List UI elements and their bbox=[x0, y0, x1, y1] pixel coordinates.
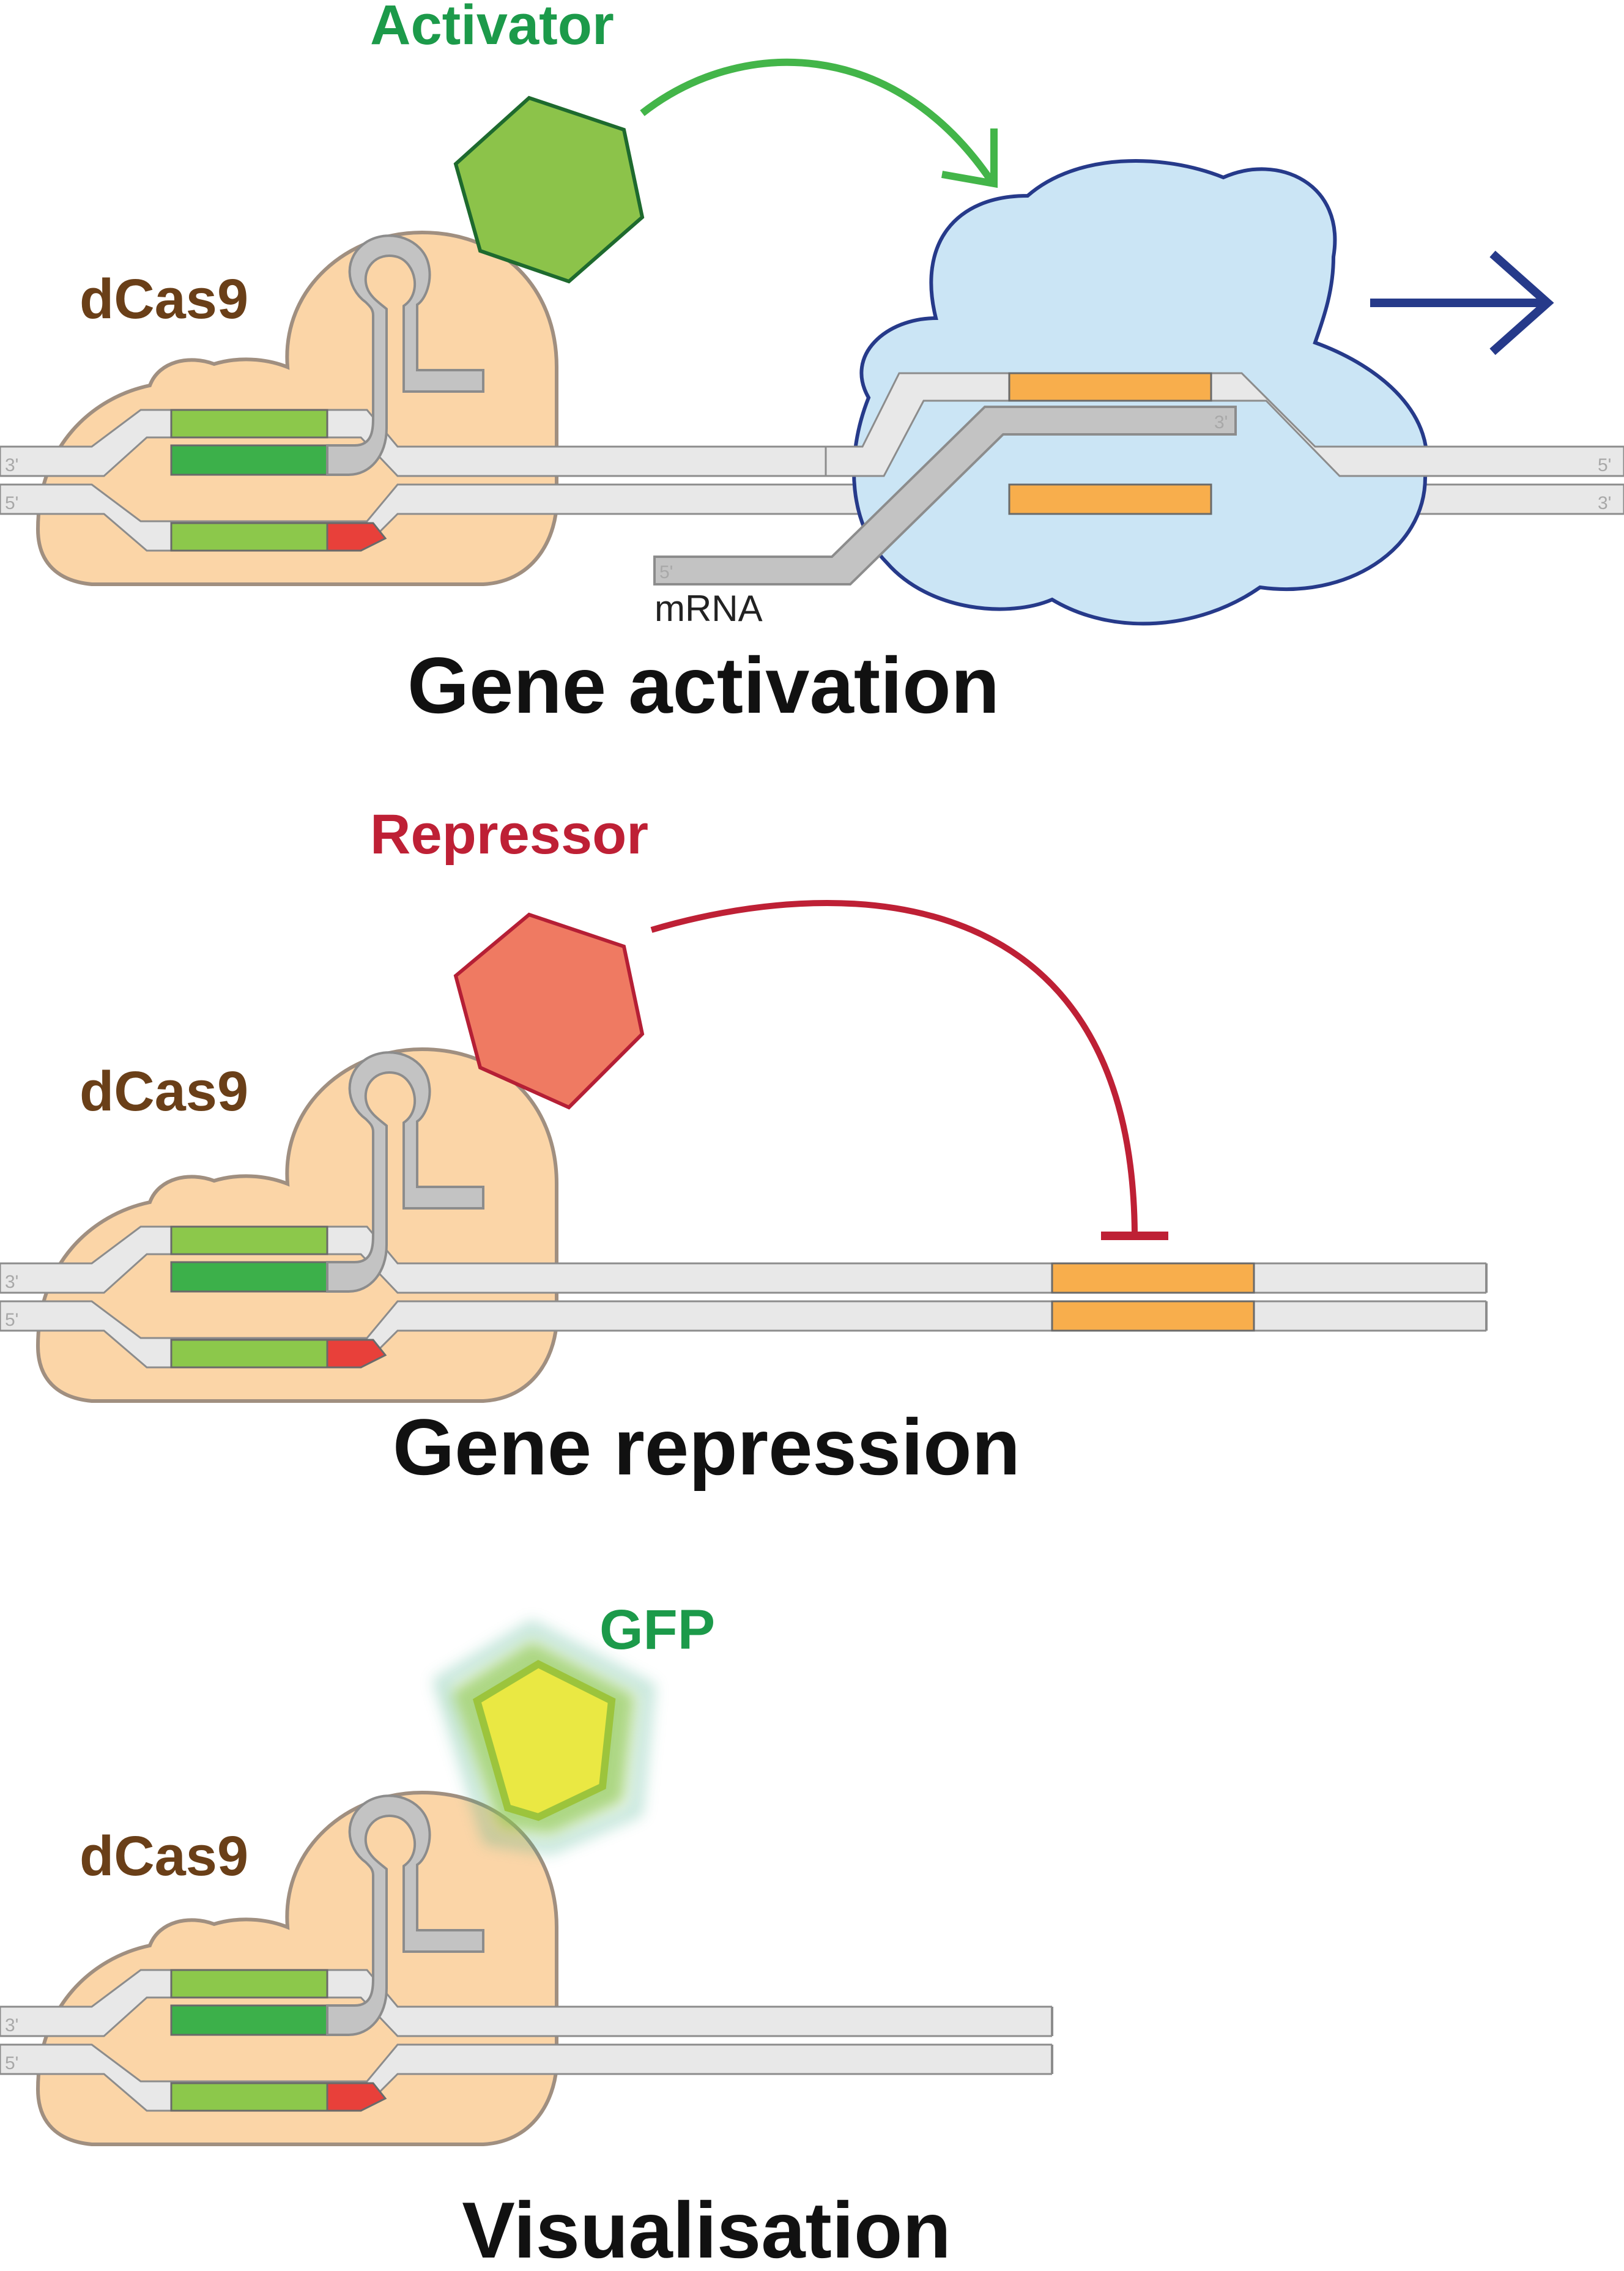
gene-region-bottom bbox=[1051, 1300, 1255, 1332]
panel-visualisation: GFP dCas9 3' 5' Visualisation bbox=[0, 1599, 1053, 2271]
repressor-label: Repressor bbox=[370, 803, 648, 866]
activator-label: Activator bbox=[370, 0, 614, 56]
caption-activation: Gene activation bbox=[407, 641, 999, 730]
dcas9-label: dCas9 bbox=[80, 1060, 248, 1123]
gene-region-bottom bbox=[1008, 483, 1212, 515]
panel-repression: Repressor dCas9 3' 5' Gene repression bbox=[0, 803, 1488, 1492]
strand-end-label: 5' bbox=[5, 493, 18, 513]
strand-end-label: 3' bbox=[1598, 493, 1611, 513]
gfp-pentagon bbox=[472, 1660, 616, 1821]
strand-end-label: 5' bbox=[1598, 455, 1611, 475]
activator-hexagon bbox=[453, 95, 645, 284]
mrna-end-label: 5' bbox=[659, 562, 673, 582]
strand-end-label: 3' bbox=[5, 2015, 18, 2035]
mrna-strand bbox=[653, 406, 1237, 585]
caption-visualisation: Visualisation bbox=[462, 2185, 951, 2271]
strand-end-label: 3' bbox=[5, 455, 18, 475]
gene-region-top bbox=[1008, 372, 1212, 402]
gene-region-top bbox=[1051, 1262, 1255, 1294]
dcas9-label: dCas9 bbox=[80, 268, 248, 330]
strand-end-label: 5' bbox=[5, 2053, 18, 2073]
mrna-label: mRNA bbox=[654, 588, 763, 629]
gfp-label: GFP bbox=[599, 1599, 715, 1661]
caption-repression: Gene repression bbox=[393, 1402, 1020, 1492]
repression-line bbox=[650, 899, 1138, 1233]
strand-end-label: 3' bbox=[5, 1272, 18, 1292]
panel-activation: Activator dCas9 3' 5' 5' 3' 5' 3' mRNA G… bbox=[0, 0, 1624, 730]
dcas9-label: dCas9 bbox=[80, 1825, 248, 1887]
repressor-hexagon bbox=[453, 912, 645, 1110]
mrna-end-label: 3' bbox=[1214, 412, 1228, 433]
activation-arrow bbox=[640, 58, 994, 183]
transcription-arrowhead bbox=[1489, 250, 1554, 355]
gfp-glow-outer bbox=[433, 1620, 655, 1854]
strand-end-label: 5' bbox=[5, 1310, 18, 1330]
activation-arrowhead bbox=[941, 128, 998, 188]
